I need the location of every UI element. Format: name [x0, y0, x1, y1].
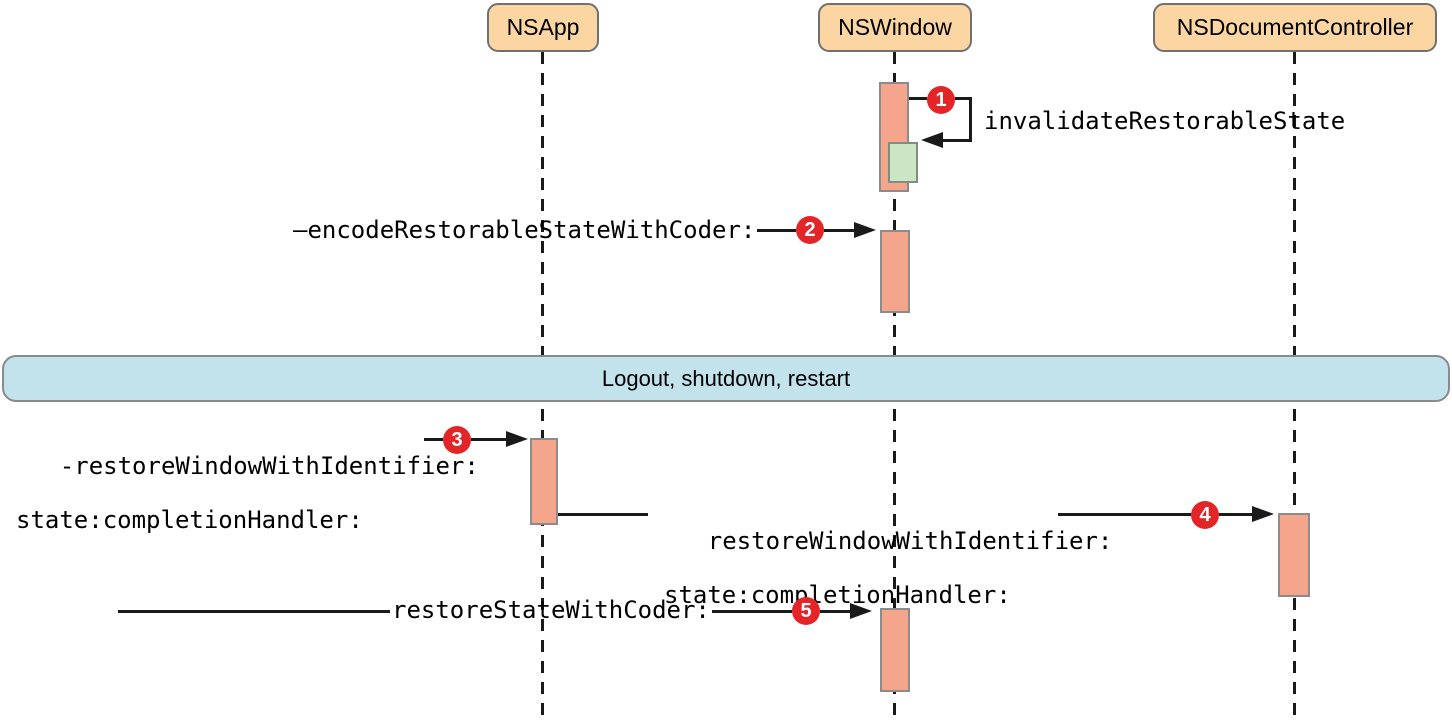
- message-2-line: [757, 229, 796, 232]
- message-3-line: [424, 438, 443, 441]
- message-3-label: -restoreWindowWithIdentifier: state:comp…: [2, 426, 479, 588]
- message-4-line: [1058, 513, 1191, 516]
- badge-2: 2: [796, 216, 824, 244]
- activation-bar-nsapp: [530, 438, 558, 525]
- message-5-label: restoreStateWithCoder:: [392, 596, 710, 624]
- message-1-label: invalidateRestorableState: [984, 107, 1346, 135]
- actor-box-nswindow: NSWindow: [818, 3, 972, 52]
- message-2-line: [824, 229, 854, 232]
- message-5-line: [820, 610, 850, 613]
- message-1-line: [955, 97, 972, 100]
- badge-5: 5: [792, 597, 820, 625]
- arrowhead-right-icon: [854, 222, 876, 238]
- message-4-label: restoreWindowWithIdentifier: state:compl…: [650, 501, 1112, 663]
- message-4-label-line1: restoreWindowWithIdentifier:: [707, 527, 1113, 555]
- message-3-line: [471, 438, 506, 441]
- activation-bar-nswindow-3: [880, 608, 910, 692]
- arrowhead-right-icon: [506, 431, 528, 447]
- message-1-line: [943, 139, 972, 142]
- message-2-label: —encodeRestorableStateWithCoder:: [293, 216, 756, 244]
- arrowhead-right-icon: [850, 603, 872, 619]
- message-1-line: [969, 97, 972, 142]
- message-4-line: [558, 513, 648, 516]
- actor-label-nsdocumentcontroller: NSDocumentController: [1176, 14, 1414, 40]
- badge-1: 1: [927, 86, 955, 114]
- activation-bar-nswindow-2: [880, 230, 910, 313]
- arrowhead-right-icon: [1252, 506, 1274, 522]
- badge-4: 4: [1191, 501, 1219, 529]
- message-4-label-line2: state:completionHandler:: [664, 581, 1011, 609]
- badge-3: 3: [443, 426, 471, 454]
- badge-3-number: 3: [451, 428, 463, 451]
- arrowhead-left-icon: [921, 132, 943, 148]
- activation-bar-nsdocumentcontroller: [1278, 513, 1310, 597]
- activation-highlight-nswindow: [888, 142, 918, 183]
- actor-label-nswindow: NSWindow: [838, 14, 952, 40]
- actor-box-nsdocumentcontroller: NSDocumentController: [1153, 3, 1437, 52]
- badge-4-number: 4: [1199, 503, 1211, 526]
- message-3-label-line2: state:completionHandler:: [16, 506, 363, 534]
- actor-label-nsapp: NSApp: [506, 14, 580, 40]
- badge-1-number: 1: [935, 88, 947, 111]
- condition-band: Logout, shutdown, restart: [2, 355, 1450, 402]
- message-3-label-line1: -restoreWindowWithIdentifier:: [59, 452, 479, 480]
- message-4-line: [1219, 513, 1252, 516]
- message-5-line: [118, 610, 390, 613]
- condition-band-label: Logout, shutdown, restart: [601, 365, 851, 391]
- actor-box-nsapp: NSApp: [487, 3, 599, 52]
- message-1-line: [909, 97, 927, 100]
- badge-5-number: 5: [800, 599, 812, 622]
- badge-2-number: 2: [804, 218, 816, 241]
- message-5-line: [712, 610, 792, 613]
